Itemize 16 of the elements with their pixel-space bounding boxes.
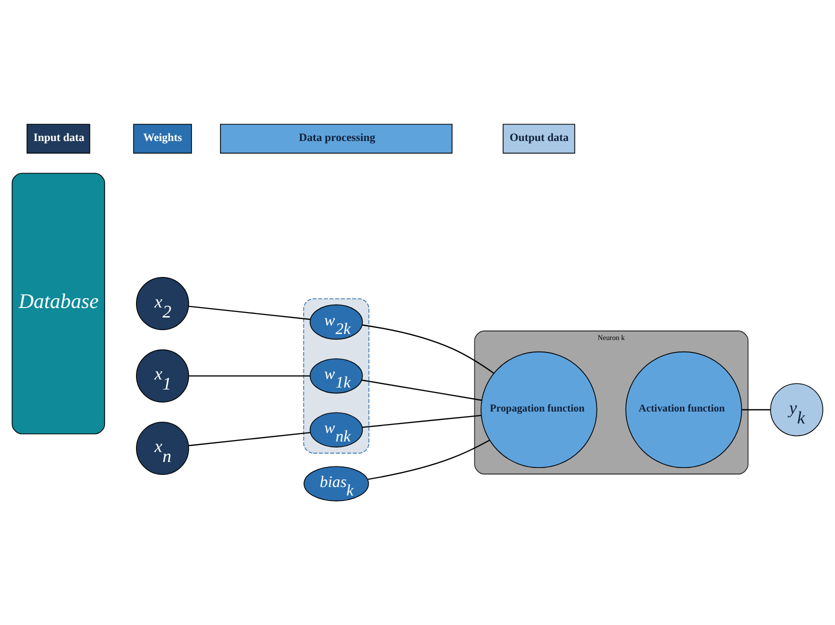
connector	[362, 324, 494, 374]
connector	[362, 380, 482, 401]
connector	[368, 440, 490, 480]
connector	[362, 414, 482, 428]
node-circle: Activation function	[625, 351, 742, 468]
node-box: Database	[12, 172, 106, 434]
connector	[188, 432, 310, 446]
connector	[742, 409, 770, 410]
node-box: Data processing	[220, 124, 452, 154]
node-box: Input data	[26, 124, 90, 154]
node-box: Weights	[133, 124, 192, 154]
node-box: Output data	[502, 124, 576, 154]
cluster	[303, 298, 370, 454]
connector	[188, 306, 310, 320]
connector	[188, 375, 310, 377]
node-circle: Propagation function	[480, 351, 598, 468]
